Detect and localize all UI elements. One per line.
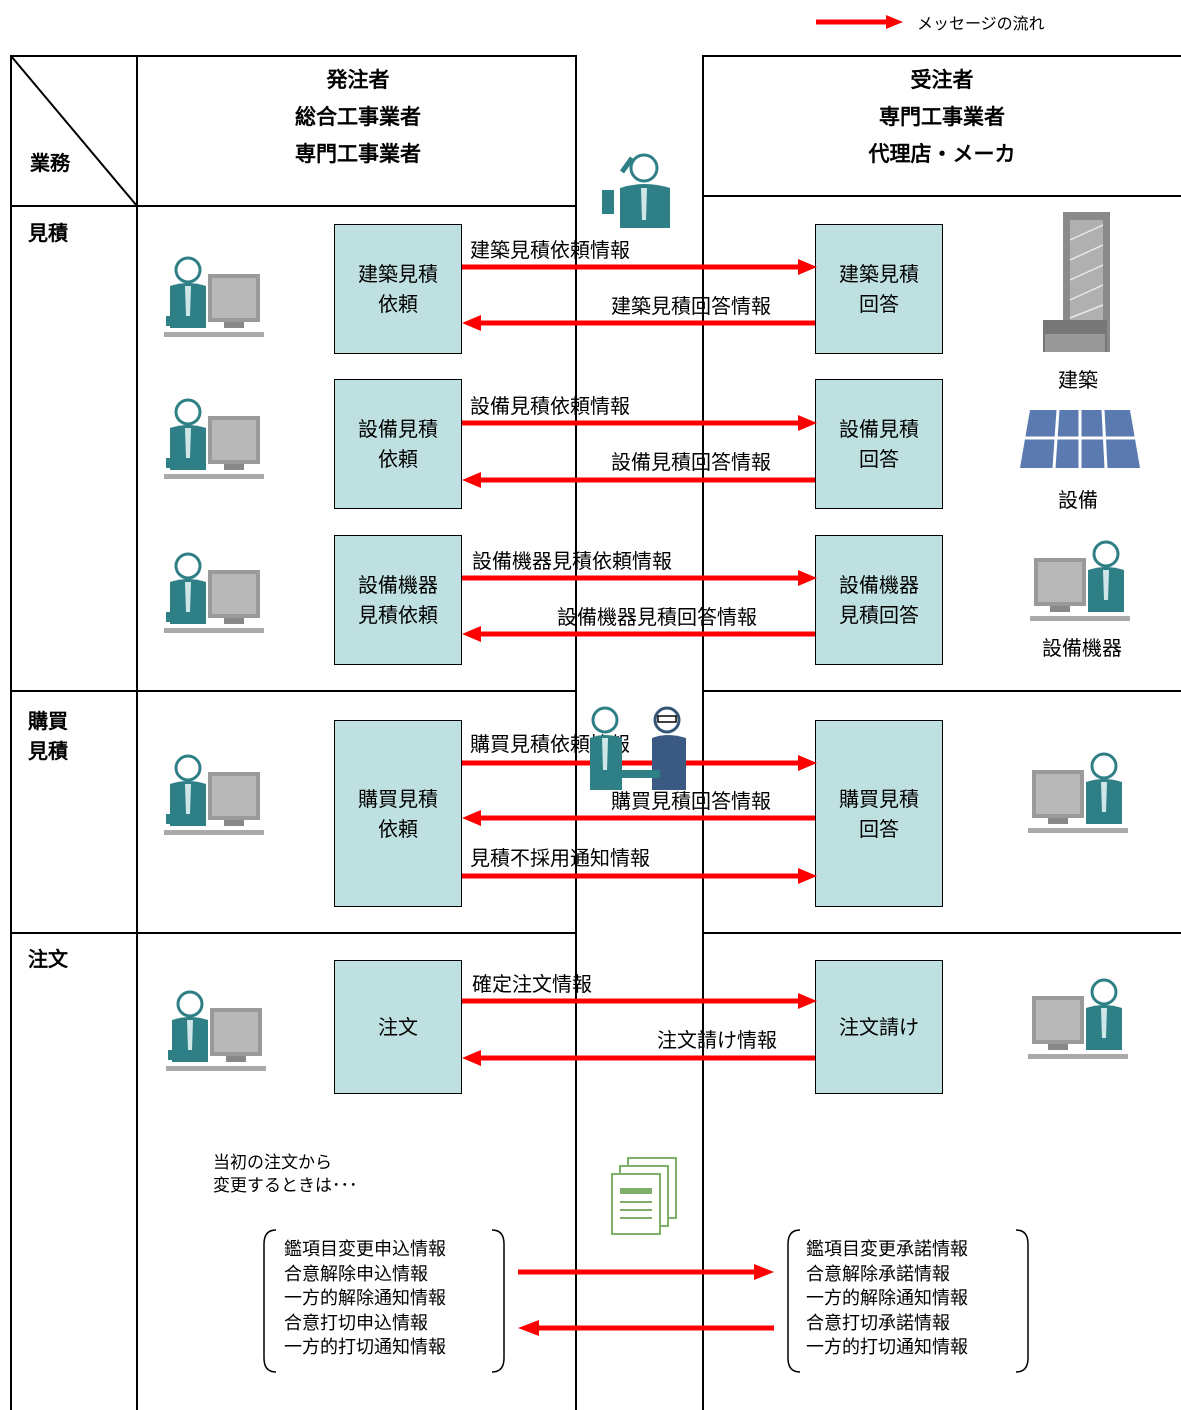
label-equipment: 設備 [1058,488,1098,512]
legend-label: メッセージの流れ [917,14,1045,33]
box-machine-reply: 設備機器 見積回答 [815,535,943,665]
worker-icon-right-3 [1026,978,1130,1061]
msg-arch-reply: 建築見積回答情報 [611,294,771,318]
contractor-line2: 代理店・メーカ [868,142,1016,166]
msg-machine-reply: 設備機器見積回答情報 [557,605,757,629]
orderer-header: 発注者 総合工事業者 専門工事業者 [238,62,478,173]
box-order: 注文 [334,960,462,1094]
label-equipment-machine: 設備機器 [1042,636,1122,660]
contractor-header: 受注者 専門工事業者 代理店・メーカ [822,62,1062,173]
box-equip-reply: 設備見積 回答 [815,379,943,509]
msg-purchase-reply: 購買見積回答情報 [611,789,771,813]
orderer-line1: 総合工事業者 [295,105,421,129]
change-note: 当初の注文から 変更するときは･･･ [213,1153,358,1196]
contractor-line1: 専門工事業者 [879,105,1005,129]
msg-rejection-notice: 見積不採用通知情報 [470,846,650,870]
msg-order-accept: 注文請け情報 [657,1028,777,1052]
msg-arch-request: 建築見積依頼情報 [470,238,630,262]
handshake-icon [590,706,686,790]
row-label-order: 注文 [28,947,68,971]
msg-confirmed-order: 確定注文情報 [472,972,592,996]
orderer-line2: 専門工事業者 [295,142,421,166]
documents-icon [611,1157,677,1235]
box-arch-reply: 建築見積 回答 [815,224,943,354]
corner-label: 業務 [30,151,70,175]
worker-icon-2 [162,398,266,481]
change-request-list: 鑑項目変更申込情報 合意解除申込情報 一方的解除通知情報 合意打切申込情報 一方… [284,1239,446,1358]
change-list-brackets [263,1229,1029,1373]
building-icon [1043,212,1110,352]
worker-icon-4 [162,754,266,837]
phone-person-icon [602,153,670,228]
solar-panel-icon [1020,409,1140,469]
label-architecture: 建築 [1058,368,1098,392]
worker-icon-3 [162,552,266,635]
box-purchase-reply: 購買見積 回答 [815,720,943,907]
worker-icon-right-1 [1028,540,1132,623]
change-response-list: 鑑項目変更承諾情報 合意解除承諾情報 一方的解除通知情報 合意打切承諾情報 一方… [806,1239,968,1358]
box-equip-request: 設備見積 依頼 [334,379,462,509]
msg-machine-request: 設備機器見積依頼情報 [472,549,672,573]
row-label-purchase: 購買 見積 [28,709,68,763]
row-label-estimate: 見積 [28,221,68,245]
worker-icon-5 [164,990,268,1073]
box-order-accept: 注文請け [815,960,943,1094]
msg-equip-request: 設備見積依頼情報 [470,394,630,418]
contractor-title: 受注者 [910,68,974,92]
box-arch-request: 建築見積 依頼 [334,224,462,354]
orderer-title: 発注者 [326,68,390,92]
box-machine-request: 設備機器 見積依頼 [334,535,462,665]
msg-equip-reply: 設備見積回答情報 [611,450,771,474]
box-purchase-request: 購買見積 依頼 [334,720,462,907]
legend-arrow-icon [816,15,903,29]
worker-icon-1 [162,256,266,339]
worker-icon-right-2 [1026,752,1130,835]
